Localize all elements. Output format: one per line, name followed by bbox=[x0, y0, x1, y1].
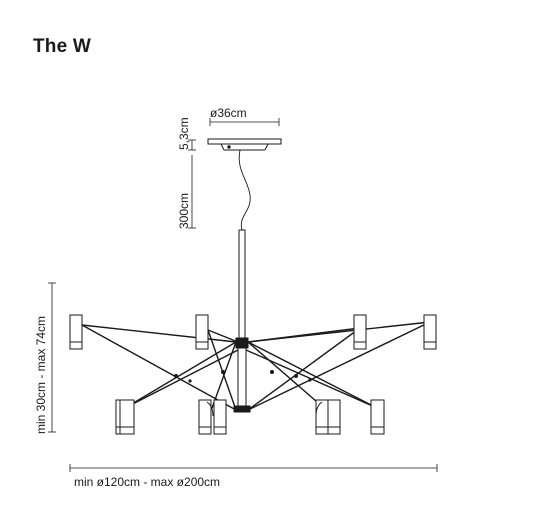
ceiling-canopy bbox=[207, 138, 282, 151]
shade-upper-far-left bbox=[69, 314, 83, 350]
span-width-label: min ø120cm - max ø200cm bbox=[74, 475, 220, 489]
shade-lower-far-left bbox=[115, 399, 135, 435]
lamp-arms bbox=[81, 321, 431, 411]
shade-upper-far-right bbox=[423, 314, 437, 350]
cable-length-label: 300cm bbox=[177, 193, 191, 229]
shade-lower-center-left bbox=[206, 399, 227, 435]
shade-lower-left bbox=[198, 399, 212, 435]
canopy-diameter-dimension bbox=[209, 118, 280, 126]
shade-upper-right bbox=[353, 314, 367, 350]
shade-upper-left bbox=[195, 314, 209, 350]
drop-height-dimension bbox=[48, 282, 56, 433]
shade-lower-center-right bbox=[315, 399, 329, 435]
shade-lower-far-right bbox=[370, 399, 385, 435]
span-width-dimension bbox=[69, 464, 438, 472]
canopy-diameter-label: ø36cm bbox=[210, 106, 247, 120]
canopy-height-dimension bbox=[188, 139, 196, 151]
drop-height-label: min 30cm - max 74cm bbox=[34, 316, 48, 434]
arm-joints bbox=[174, 370, 312, 383]
product-title: The W bbox=[33, 36, 91, 57]
cable-length-dimension bbox=[188, 155, 196, 229]
central-stem bbox=[233, 229, 251, 413]
suspension-cable bbox=[238, 149, 251, 231]
shade-lower-right bbox=[327, 399, 341, 435]
canopy-height-label: 5,3cm bbox=[177, 117, 191, 150]
